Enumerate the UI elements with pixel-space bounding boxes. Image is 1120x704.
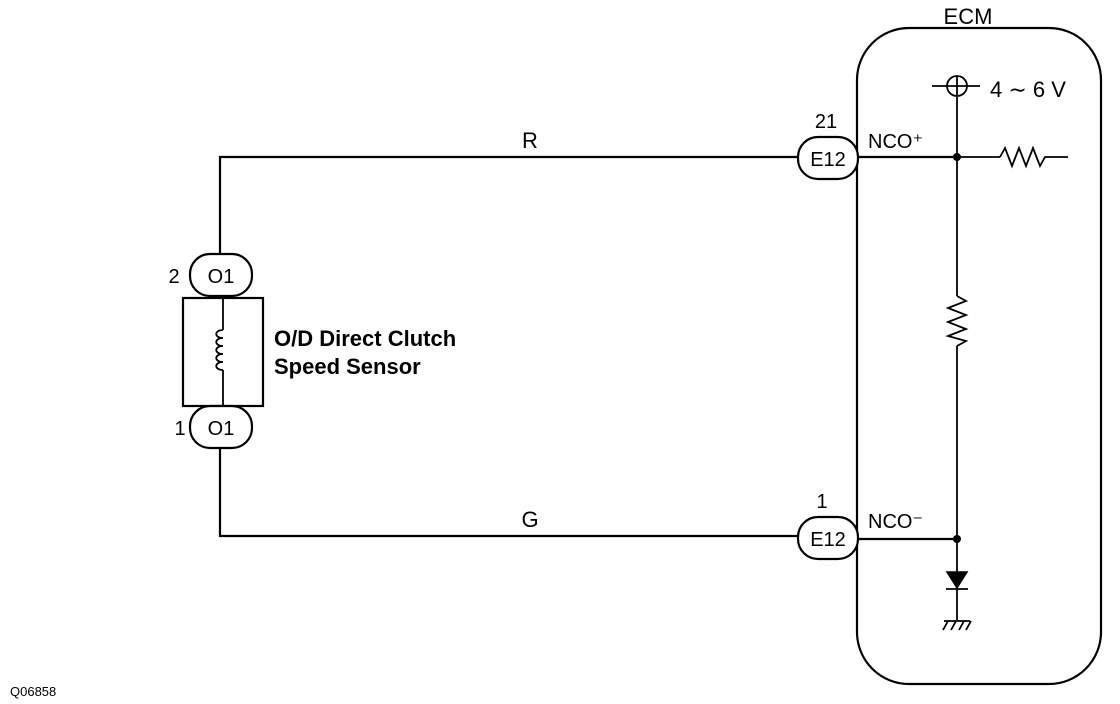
junction-dot-bottom <box>953 535 961 543</box>
sensor-coil-icon <box>215 329 224 371</box>
connector-e12-bottom-id: E12 <box>810 529 846 551</box>
ground-hatch-4 <box>965 620 972 631</box>
ecm-title: ECM <box>944 4 993 29</box>
diode-icon <box>945 571 969 590</box>
wire-g <box>218 448 800 538</box>
terminal-nco-plus: NCO⁺ <box>868 131 923 153</box>
terminal-nco-minus: NCO⁻ <box>868 511 923 533</box>
resistor-horizontal-icon <box>999 145 1068 169</box>
ground-hatch-2 <box>950 620 957 631</box>
connector-e12-top-pin: 21 <box>815 111 837 133</box>
connector-o1-bottom-id: O1 <box>208 418 235 440</box>
supply-voltage: 4 ∼ 6 V <box>990 77 1066 102</box>
resistor-vertical-icon <box>945 295 969 347</box>
connector-o1-top-id: O1 <box>208 266 235 288</box>
sensor-name-line1: O/D Direct Clutch <box>274 326 456 351</box>
connector-o1-bottom-pin: 1 <box>174 418 185 440</box>
junction-dot-top <box>953 153 961 161</box>
ground-hatch-3 <box>958 620 965 631</box>
ecm-box <box>855 26 1103 686</box>
connector-e12-bottom-pin: 1 <box>816 491 827 513</box>
sensor-name-line2: Speed Sensor <box>274 354 421 379</box>
connector-o1-top-pin: 2 <box>168 266 179 288</box>
wire-g-label: G <box>521 507 538 532</box>
connector-o1-bottom <box>188 404 254 450</box>
figure-id: Q06858 <box>10 684 56 699</box>
wire-r-label: R <box>522 128 538 153</box>
wire-r <box>218 155 800 253</box>
connector-e12-top-id: E12 <box>810 149 846 171</box>
ground-hatch-1 <box>942 620 949 631</box>
connector-o1-top <box>188 252 254 298</box>
